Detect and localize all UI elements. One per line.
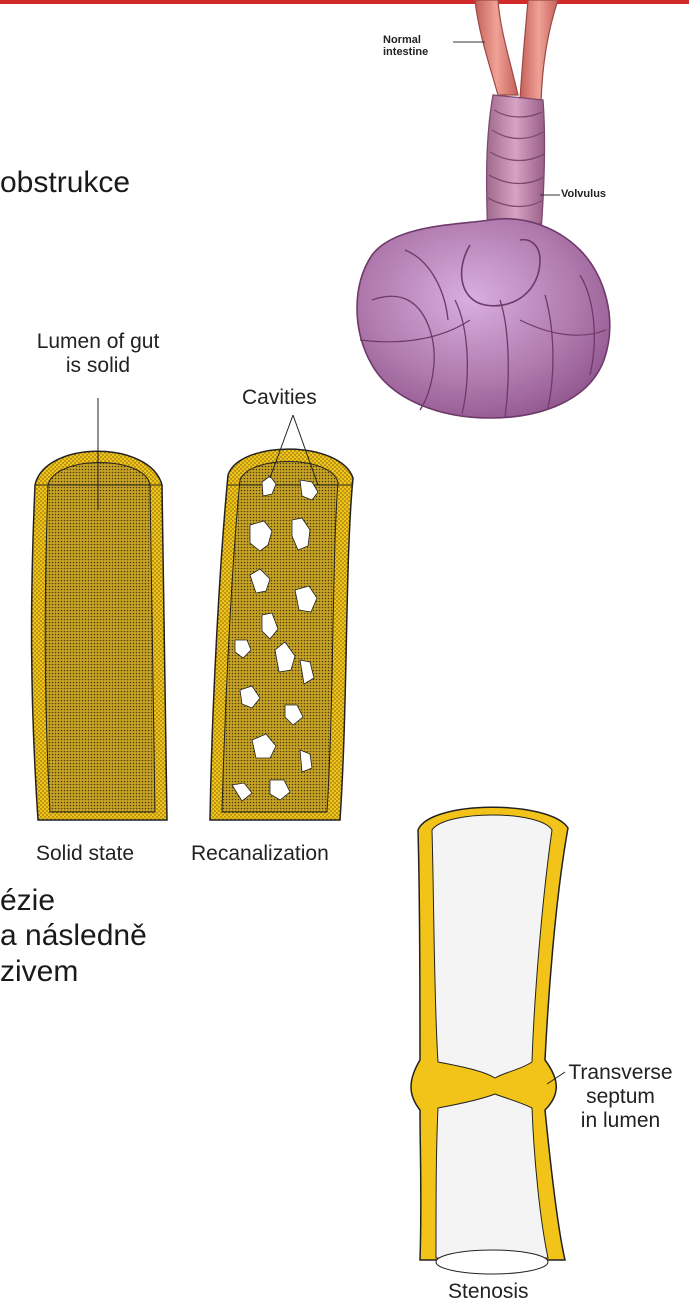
lumen-solid-label: Lumen of gut is solid: [0, 330, 196, 378]
solid-state-caption: Solid state: [36, 842, 134, 866]
stenosis-caption: Stenosis: [448, 1280, 529, 1304]
cavities-label: Cavities: [242, 386, 317, 410]
recanalization-caption: Recanalization: [191, 842, 329, 866]
transverse-septum-label: Transverse septum in lumen: [558, 1061, 683, 1133]
